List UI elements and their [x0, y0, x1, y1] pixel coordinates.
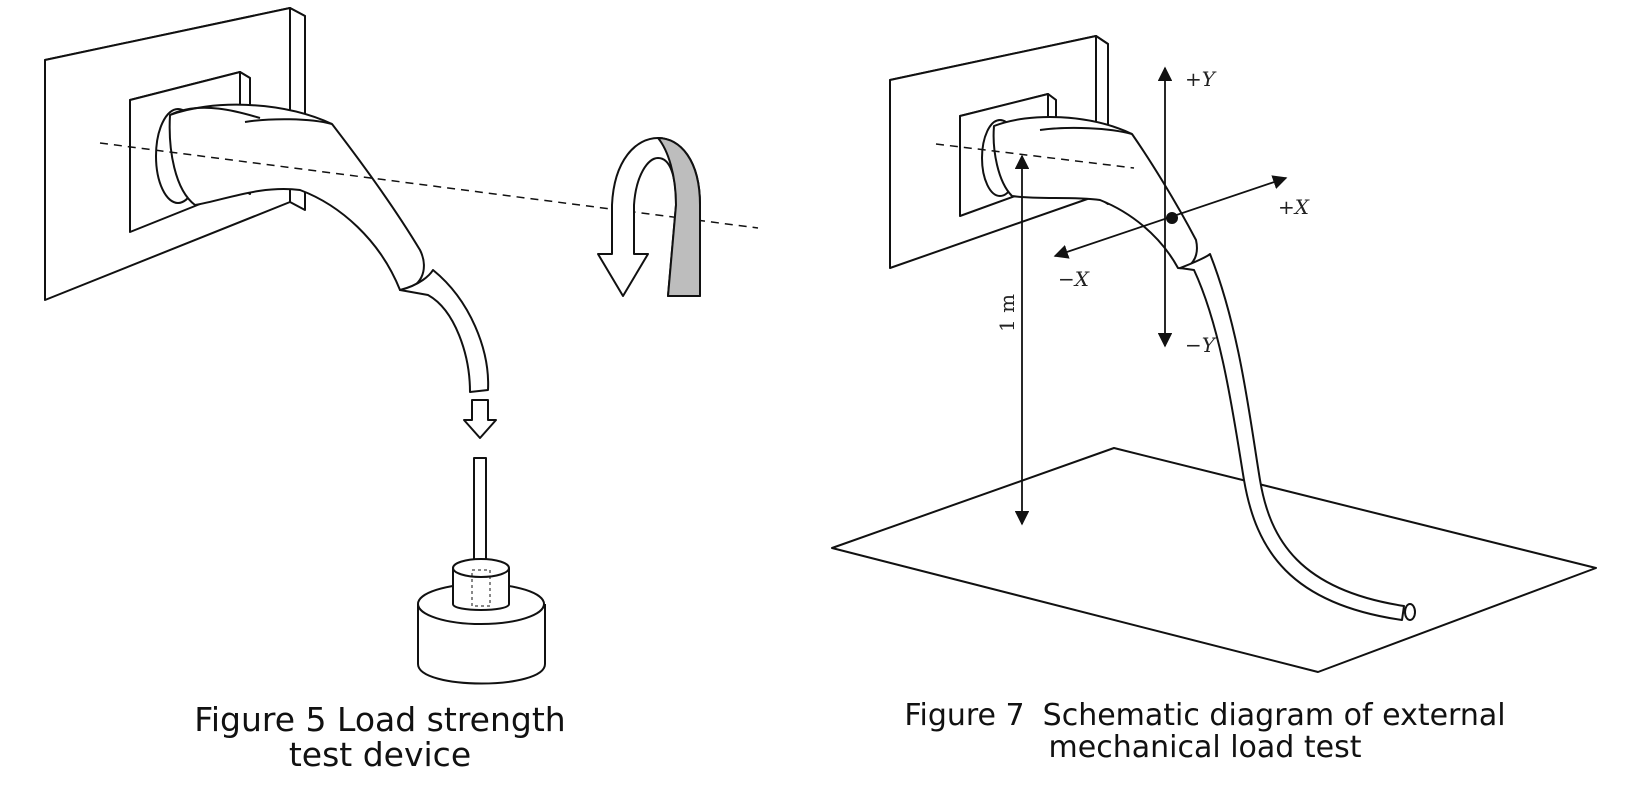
axis-origin-dot [1166, 212, 1178, 224]
label-plus-y: +Y [1185, 67, 1217, 91]
figure7-caption-line2: mechanical load test [1048, 729, 1362, 765]
cable-right [1179, 253, 1405, 621]
down-arrow-icon [463, 399, 497, 439]
label-minus-y: −Y [1185, 333, 1217, 357]
figure5-caption: Figure 5 Load strength test device [150, 700, 610, 774]
figure7-caption-number: Figure 7 [904, 698, 1025, 733]
figure7-caption: Figure 7 Schematic diagram of external me… [870, 700, 1540, 763]
connector-handle-left [155, 103, 490, 393]
test-weight [417, 558, 546, 685]
cable-end [1404, 603, 1416, 621]
figure5-drawing [44, 7, 759, 685]
rotation-axis [99, 142, 759, 229]
rotation-arrow-icon [597, 137, 701, 297]
test-rod [473, 457, 487, 571]
figure7-caption-line1-row: Figure 7 Schematic diagram of external [870, 700, 1540, 732]
label-minus-x: −X [1058, 267, 1090, 291]
figure7-caption-line1: Schematic diagram of external [1042, 698, 1506, 733]
figure7-drawing [831, 35, 1597, 673]
figure5-caption-line1: Figure 5 Load strength [194, 700, 566, 739]
label-plus-x: +X [1278, 195, 1310, 219]
socket-axis [935, 143, 1135, 169]
label-height: 1 m [995, 294, 1019, 332]
ground-plane [831, 447, 1597, 673]
figure5-caption-line2: test device [288, 734, 472, 774]
